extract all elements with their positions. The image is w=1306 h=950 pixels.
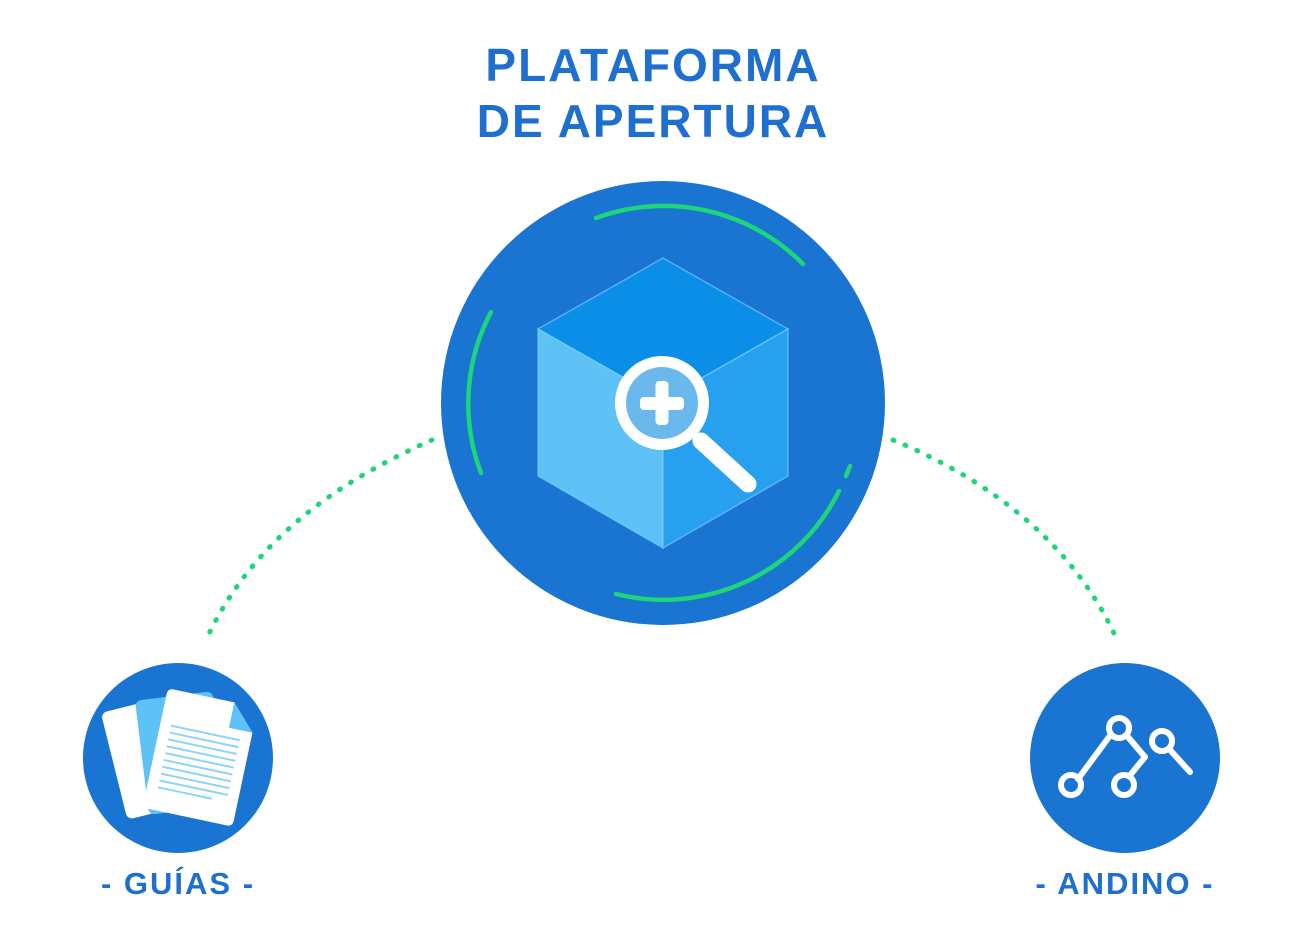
guias-label: - GUÍAS - (100, 866, 256, 901)
nodes-network-icon (1058, 715, 1193, 798)
documents-icon (102, 689, 253, 826)
connector-right (890, 437, 1120, 643)
page-title-line-2: DE APERTURA (476, 95, 830, 147)
orbit-arcs (466, 203, 853, 603)
center-node (441, 181, 885, 625)
guias-node[interactable] (83, 663, 273, 853)
page-title-line-1: PLATAFORMA (485, 39, 821, 91)
magnifier-plus-icon (615, 356, 757, 493)
connector-left (203, 437, 435, 643)
andino-node[interactable] (1030, 663, 1220, 853)
andino-label: - ANDINO - (1035, 866, 1215, 901)
